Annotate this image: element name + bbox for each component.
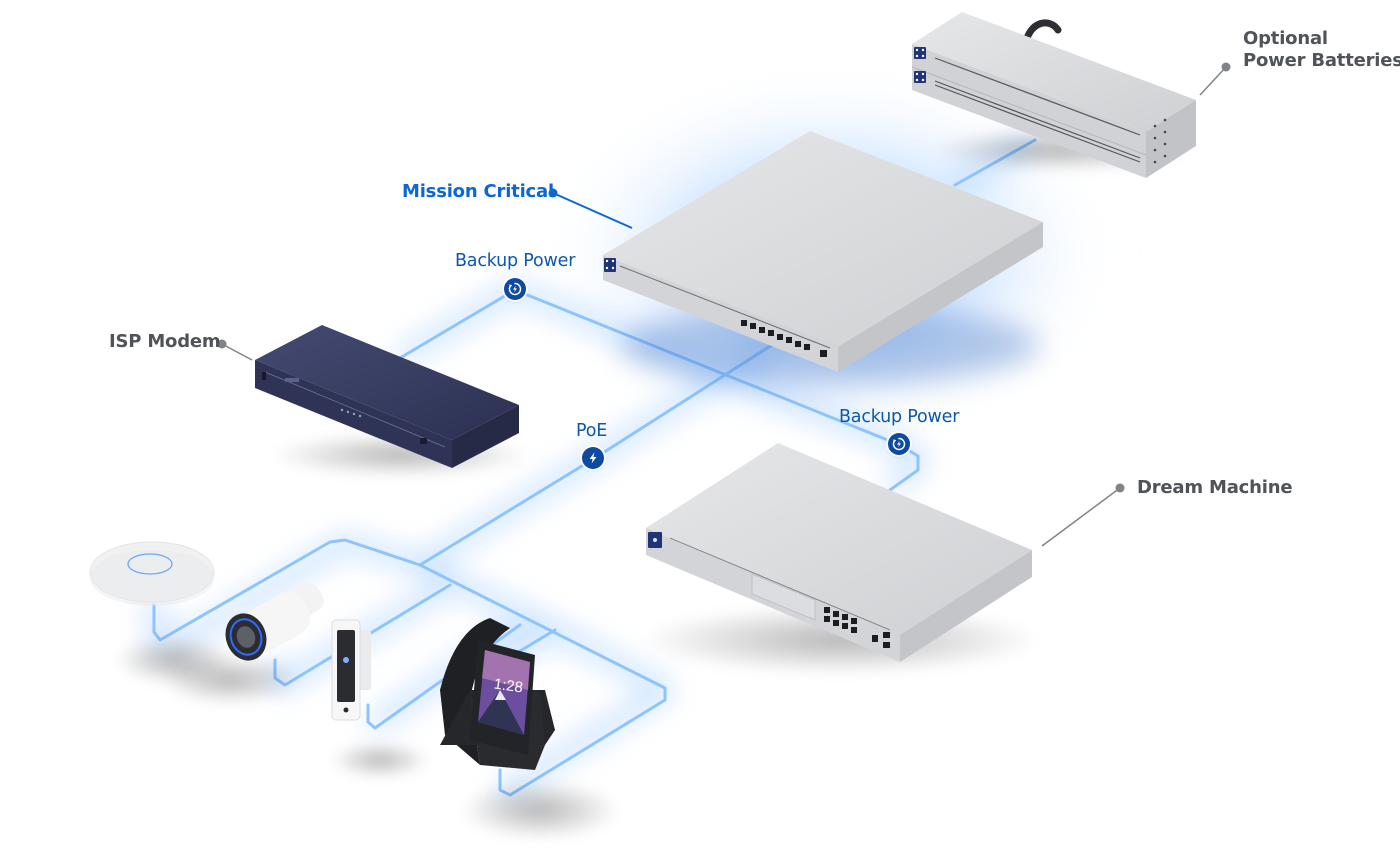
backup-power-badge-2: [888, 433, 910, 455]
poe-label: PoE: [576, 421, 608, 441]
phone-screen-time: 1:28: [493, 676, 524, 697]
optional-label-line2: Power Batteries: [1243, 49, 1400, 71]
battery-logo-icon: [914, 71, 926, 83]
power-cycle-icon: [892, 437, 906, 451]
leader-lines: [217, 62, 1231, 547]
isp-modem-device[interactable]: [255, 325, 530, 477]
backup-power-badge-1: [504, 278, 526, 300]
poe-badge: [582, 447, 604, 469]
battery-logo-icon: [914, 47, 926, 59]
mission-critical-label: Mission Critical: [402, 181, 554, 202]
camera-device[interactable]: [160, 579, 327, 705]
power-batteries-device[interactable]: [911, 12, 1196, 178]
dream-machine-label: Dream Machine: [1137, 477, 1293, 498]
mission-critical-device[interactable]: [603, 131, 1043, 385]
dream-machine-ports: [824, 607, 890, 648]
mission-critical-ports: [741, 320, 827, 357]
backup-power-label-1: Backup Power: [455, 251, 576, 271]
isp-modem-label: ISP Modem: [109, 331, 221, 352]
optional-power-batteries-label: Optional Power Batteries: [1243, 28, 1400, 71]
power-cycle-icon: [508, 282, 522, 296]
backup-power-label-2: Backup Power: [839, 407, 960, 427]
dream-machine-device[interactable]: [640, 443, 1040, 675]
modem-ethernet-port: [420, 438, 427, 444]
modem-power-switch: [262, 372, 266, 380]
optional-label-line1: Optional: [1243, 28, 1328, 49]
touch-phone-device[interactable]: 1:28: [440, 618, 620, 840]
access-point-device[interactable]: [89, 541, 235, 685]
mission-critical-logo-icon: [604, 258, 616, 272]
door-access-reader-device[interactable]: [330, 619, 430, 778]
lightning-bolt-icon: [589, 452, 597, 464]
